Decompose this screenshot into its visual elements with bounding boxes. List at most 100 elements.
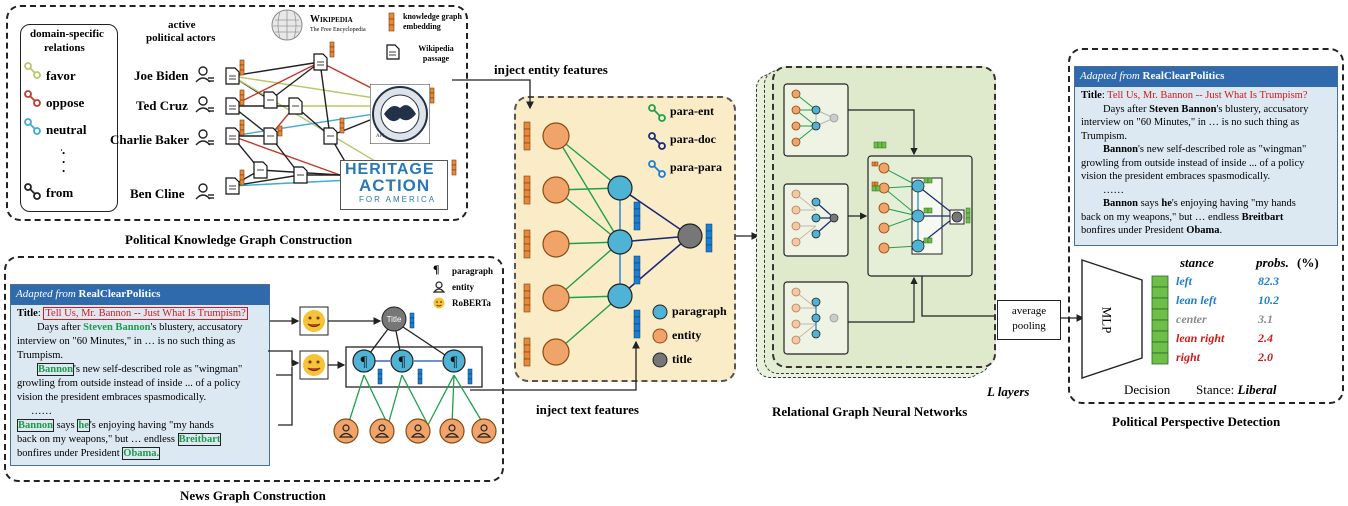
stance-prob-1: 10.2	[1258, 293, 1279, 307]
legend-title-node-icon	[652, 352, 668, 368]
article-header: Adapted from RealClearPolitics	[11, 285, 269, 305]
stance-label-1: lean left	[1176, 293, 1217, 307]
kg-feature-vectors	[239, 41, 457, 186]
heritage-action-logo: HERITAGE ACTION FOR AMERICA	[340, 160, 448, 210]
pooling-line-2: pooling	[1012, 320, 1046, 332]
para-para-icon	[648, 160, 666, 178]
news-graph: Title ¶ ¶ ¶	[268, 306, 497, 444]
svg-text:¶: ¶	[451, 354, 458, 370]
middle-graph	[452, 79, 713, 391]
dots-icon	[61, 149, 62, 151]
kg-graph	[225, 41, 457, 195]
relations-title-2: relations	[44, 42, 85, 54]
rgnn-layers-label: L layers	[987, 384, 1030, 399]
actors-title-1: active	[168, 19, 196, 31]
stance-row: center 3.1	[1176, 312, 1326, 330]
stance-label-2: center	[1176, 312, 1207, 326]
relation-dots: ...	[62, 142, 66, 175]
actor-ted-cruz: Ted Cruz	[136, 98, 188, 113]
stance-row: lean right 2.4	[1176, 331, 1326, 349]
edge-para-ent: para-ent	[670, 104, 714, 118]
relations-title-1: domain-specific	[30, 28, 104, 40]
stance-row: left 82.3	[1176, 274, 1326, 292]
legend-roberta: RoBERTa	[452, 298, 491, 308]
node-title: title	[672, 352, 692, 366]
actors-title-2: political actors	[146, 32, 216, 44]
relation-neutral: neutral	[46, 122, 87, 137]
neutral-icon	[24, 118, 41, 135]
inject-text-label: inject text features	[536, 402, 639, 417]
rgnn-graph	[783, 83, 994, 355]
legend-paragraph: paragraph	[452, 266, 494, 276]
stance-header: stance	[1180, 255, 1214, 270]
mlp-label: MLP	[1099, 306, 1115, 334]
arrow-to-rgnn	[736, 232, 760, 240]
decision-label: Decision	[1124, 382, 1171, 397]
stance-prob-4: 2.0	[1258, 350, 1273, 364]
para-ent-icon	[648, 104, 666, 122]
edge-para-doc: para-doc	[670, 132, 716, 146]
relation-icons	[24, 62, 62, 200]
kg-caption: Political Knowledge Graph Construction	[125, 232, 353, 247]
pct-header: (%)	[1297, 255, 1319, 270]
news-article-left: Adapted from RealClearPolitics Title: Te…	[10, 284, 270, 466]
oppose-icon	[24, 90, 41, 107]
stance-label-0: left	[1176, 274, 1192, 288]
stance-prob-0: 82.3	[1258, 274, 1279, 288]
node-entity: entity	[672, 328, 702, 342]
ppd-panel	[1068, 48, 1344, 404]
news-panel	[4, 256, 504, 482]
action-text: ACTION	[359, 176, 431, 195]
ppd-article-body: Title: Tell Us, Mr. Bannon -- Just What …	[1081, 90, 1309, 236]
stance-prob-3: 2.4	[1258, 331, 1273, 345]
actor-joe-biden: Joe Biden	[134, 68, 189, 83]
stance-row: right 2.0	[1176, 350, 1326, 368]
output-vector	[1151, 275, 1169, 365]
inject-entity-label: inject entity features	[494, 62, 608, 77]
entity-person-icon	[433, 281, 445, 293]
average-pooling-box: average pooling	[997, 300, 1061, 340]
afl-seal-text: AFL	[376, 134, 386, 139]
legend-kge: knowledge graph embedding	[403, 12, 462, 31]
wikipedia-globe-icon	[271, 9, 303, 41]
probs-header: probs.	[1256, 255, 1289, 270]
relations-box	[20, 24, 118, 212]
mlp-shape	[1081, 259, 1143, 379]
kge-icon	[388, 12, 395, 32]
wiki-name: Wikipedia	[310, 14, 353, 25]
for-america-text: FOR AMERICA	[359, 195, 437, 204]
article-body: Title: Tell Us, Mr. Bannon -- Just What …	[17, 307, 248, 460]
relation-favor: favor	[46, 68, 76, 83]
news-caption: News Graph Construction	[180, 488, 326, 503]
stance-label-3: lean right	[1176, 331, 1225, 345]
stance-value: Liberal	[1237, 382, 1277, 397]
edge-para-para: para-para	[670, 160, 722, 174]
title-node-label: Title	[387, 315, 402, 324]
stance-prob-2: 3.1	[1258, 312, 1273, 326]
kg-doc-lines	[229, 61, 334, 190]
stance-row: lean left 10.2	[1176, 293, 1326, 311]
svg-text:¶: ¶	[361, 354, 368, 370]
wiki-sub: The Free Encyclopedia	[310, 27, 366, 33]
stance-label-4: right	[1176, 350, 1201, 364]
kg-doc-nodes	[225, 53, 338, 195]
legend-paragraph-node-icon	[652, 304, 668, 320]
pilcrow-icon: ¶	[433, 262, 440, 276]
ppd-article-title: Tell Us, Mr. Bannon -- Just What Is Trum…	[1107, 90, 1308, 101]
legend-entity: entity	[452, 282, 474, 292]
legend-passage: Wikipedia passage	[418, 44, 454, 63]
from-icon	[24, 183, 41, 200]
relation-oppose: oppose	[46, 95, 85, 110]
roberta-icon	[433, 297, 445, 309]
svg-text:¶: ¶	[399, 354, 406, 370]
kg-panel	[6, 5, 468, 221]
legend-entity-node-icon	[652, 328, 668, 344]
ppd-caption: Political Perspective Detection	[1112, 414, 1281, 429]
roberta-face-2-icon	[303, 354, 325, 376]
para-doc-icon	[648, 132, 666, 150]
actor-charlie-baker: Charlie Baker	[110, 132, 190, 147]
actor-ben-cline: Ben Cline	[130, 186, 185, 201]
ppd-article-header: Adapted from RealClearPolitics	[1075, 67, 1337, 87]
node-paragraph: paragraph	[672, 304, 727, 318]
actor-icons	[195, 66, 214, 200]
